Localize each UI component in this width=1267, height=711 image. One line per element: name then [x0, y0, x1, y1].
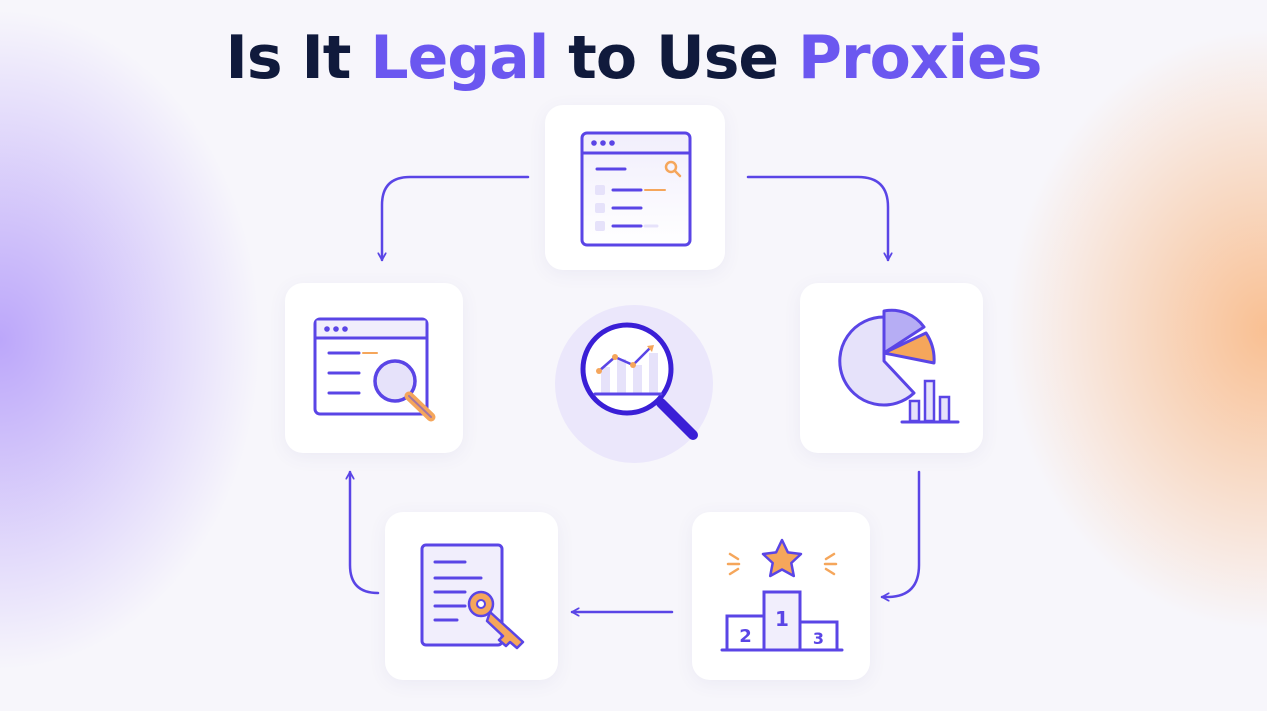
title-part-3: to Use [548, 23, 798, 93]
podium-second-label: 2 [739, 626, 752, 647]
center-hub [555, 305, 713, 463]
arrow-right-to-bottom-right [880, 470, 921, 597]
title-part-1: Is It [225, 23, 371, 93]
card-podium: 1 2 3 [692, 512, 870, 680]
card-browser-search [545, 105, 725, 270]
title-highlight-proxies: Proxies [798, 23, 1042, 93]
card-document-key [385, 512, 558, 680]
title-highlight-legal: Legal [370, 23, 549, 93]
magnifier-trend-icon [580, 322, 698, 440]
podium-star-icon: 1 2 3 [720, 538, 844, 652]
browser-search-list-icon [580, 131, 692, 247]
arrow-top-to-left [382, 175, 530, 262]
card-browser-magnifier [285, 283, 463, 453]
pie-chart-bars-icon [838, 308, 960, 424]
arrow-top-to-right [746, 175, 888, 262]
document-key-icon [420, 543, 525, 650]
card-pie-chart [800, 283, 983, 453]
podium-first-label: 1 [775, 607, 789, 631]
podium-third-label: 3 [813, 629, 824, 648]
browser-magnifier-icon [313, 317, 436, 422]
arrow-bottom-left-to-left [350, 470, 380, 595]
page-title: Is It Legal to Use Proxies [0, 22, 1267, 94]
